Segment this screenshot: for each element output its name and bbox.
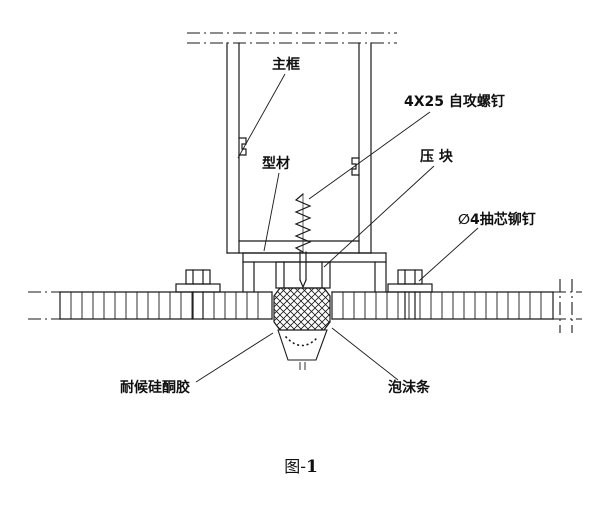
rivet-right (387, 269, 433, 320)
leader-blind-rivet (418, 227, 479, 282)
screw-channel-left (238, 137, 247, 156)
leader-pressure-block (323, 165, 435, 268)
self-tapping-screw-shape (294, 193, 312, 289)
rivet-left-washer-plate (175, 283, 221, 293)
figure-caption: 图-1 (284, 457, 318, 477)
joint-seal (273, 287, 331, 370)
panel-right-cell-hatching (342, 291, 542, 320)
panel-left (59, 291, 273, 320)
leader-weatherproof-silicone (195, 332, 274, 383)
rivet-left (175, 269, 221, 320)
panel-break-right (553, 279, 582, 333)
label-pressure-block: 压 块 (420, 149, 454, 165)
foam-strip-shape (273, 287, 331, 331)
panel-right (331, 291, 554, 320)
leader-foam-strip (331, 327, 399, 381)
sealant-dotted-arc (285, 336, 319, 347)
screw-channel-right (351, 157, 360, 176)
panel-left-cell-hatching (70, 291, 259, 320)
panel-break-left (28, 291, 60, 320)
label-self-tapping-screw: 4X25 自攻螺钉 (404, 93, 505, 110)
silicone-sealant-shape (277, 329, 328, 361)
label-profile: 型材 (262, 155, 290, 172)
adapter-profile (242, 252, 387, 293)
screw-tip (299, 279, 307, 289)
rivet-right-head (397, 269, 423, 285)
mullion-main-frame (226, 42, 372, 254)
label-foam-strip: 泡沫条 (388, 379, 431, 396)
leader-main-frame (237, 73, 286, 159)
screw-thread (294, 193, 312, 253)
leader-profile (263, 172, 280, 252)
break-lines-top (187, 32, 397, 44)
label-blind-rivet: ∅4抽芯铆钉 (458, 211, 536, 228)
label-main-frame: 主框 (272, 56, 300, 73)
leader-self-tapping-screw (308, 111, 431, 200)
figure-caption-prefix: 图- (284, 457, 306, 476)
rivet-left-head (185, 269, 211, 285)
label-weatherproof-silicone: 耐候硅酮胶 (120, 379, 190, 396)
figure-caption-number: 1 (306, 457, 318, 477)
leader-lines (195, 73, 479, 383)
pressure-block-shape (275, 261, 331, 289)
rivet-right-washer-plate (387, 283, 433, 293)
